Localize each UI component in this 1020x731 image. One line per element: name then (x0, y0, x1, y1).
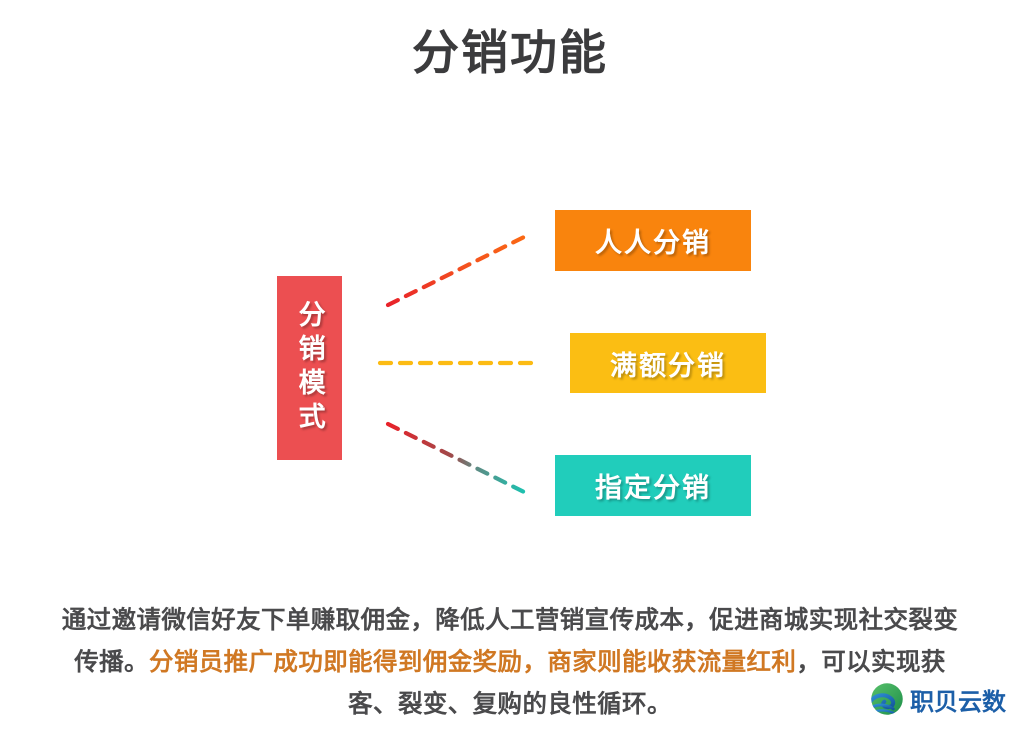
node-box-full-amount-distribution[interactable]: 满额分销 (570, 333, 766, 393)
distribution-mode-diagram: 分销模式 人人分销 满额分销 指定分销 (277, 210, 766, 516)
connector-line-top (385, 231, 533, 308)
brand-logo: 职贝云数 (869, 681, 1006, 717)
hub-box-label: 分销模式 (294, 300, 325, 436)
node-box-label-everyone-distribution: 人人分销 (595, 228, 711, 258)
node-box-label-designated-distribution: 指定分销 (595, 473, 711, 503)
caption-line-2-highlight: 分销员推广成功即能得到佣金奖励，商家则能收获流量红利 (148, 649, 797, 676)
page-title: 分销功能 (412, 26, 608, 79)
caption-line-1: 通过邀请微信好友下单赚取佣金，降低人工营销宣传成本，促进商城实现社交 (61, 607, 909, 634)
node-box-designated-distribution[interactable]: 指定分销 (555, 455, 751, 516)
connector-lines (377, 231, 543, 497)
caption-line-2-tail: ，可以 (796, 649, 872, 676)
wave-circle-logo-icon (871, 683, 903, 715)
caption-paragraph: 通过邀请微信好友下单赚取佣金，降低人工营销宣传成本，促进商城实现社交裂变传播。分… (60, 600, 960, 726)
node-box-everyone-distribution[interactable]: 人人分销 (555, 210, 751, 271)
node-box-label-full-amount-distribution: 满额分销 (610, 350, 726, 381)
brand-logo-text: 职贝云数 (910, 688, 1006, 716)
hub-box-distribution-mode[interactable]: 分销模式 (277, 276, 342, 460)
caption-line-2-lead: 裂变传播。 (74, 607, 959, 676)
connector-line-bottom (385, 421, 531, 497)
caption-line-3: 实现获客、裂变、复购的良性循环。 (348, 649, 946, 718)
